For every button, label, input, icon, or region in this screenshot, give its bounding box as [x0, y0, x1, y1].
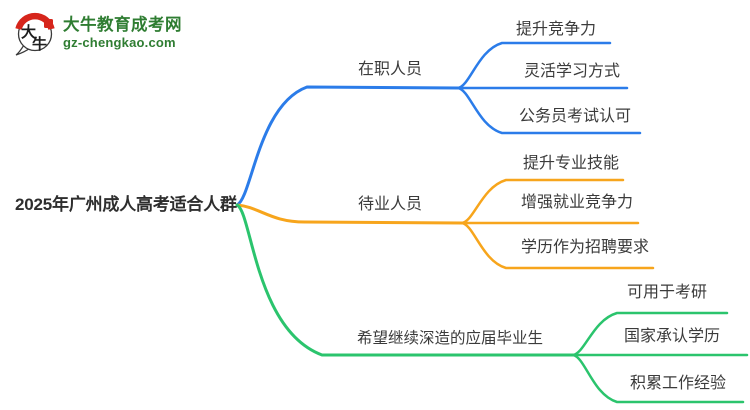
leaf-node-work-experience: 积累工作经验 [629, 375, 727, 392]
leaf-node-postgraduate-exam: 可用于考研 [626, 284, 708, 301]
site-url: gz-chengkao.com [63, 35, 176, 50]
branch-node-employed: 在职人员 [357, 61, 423, 78]
link-graduates-child-0 [571, 311, 729, 357]
leaf-node-recruitment-requirement: 学历作为招聘要求 [520, 239, 650, 256]
daniu-logo-icon: 大 牛 [15, 12, 55, 56]
link-employed-child-2 [456, 86, 642, 135]
leaf-node-civil-service: 公务员考试认可 [518, 108, 632, 125]
link-unemployed-child-0 [460, 178, 625, 225]
leaf-node-competitiveness: 提升竞争力 [515, 21, 597, 38]
leaf-node-flexible-study: 灵活学习方式 [523, 63, 621, 80]
branch-node-unemployed: 待业人员 [357, 196, 423, 213]
logo-text-block: 大牛教育成考网 gz-chengkao.com [63, 8, 182, 50]
leaf-node-employment-competitiveness: 增强就业竞争力 [520, 194, 634, 211]
leaf-node-professional-skills: 提升专业技能 [522, 155, 620, 172]
branch-node-graduates: 希望继续深造的应届毕业生 [356, 330, 544, 347]
link-graduates-main [235, 203, 575, 357]
link-unemployed-child-2 [460, 221, 655, 270]
site-logo: 大 牛 大牛教育成考网 gz-chengkao.com [12, 8, 182, 56]
leaf-node-state-recognized: 国家承认学历 [623, 328, 721, 345]
link-graduates-child-2 [571, 353, 745, 404]
logo-red-seal [44, 19, 53, 28]
root-node: 2025年广州成人高考适合人群 [15, 195, 237, 214]
logo-char-da: 大 [21, 23, 36, 41]
site-name: 大牛教育成考网 [63, 16, 182, 34]
logo-char-niu: 牛 [32, 35, 47, 53]
link-employed-child-0 [456, 41, 612, 90]
link-employed-main [235, 85, 460, 207]
link-unemployed-main [235, 203, 464, 225]
